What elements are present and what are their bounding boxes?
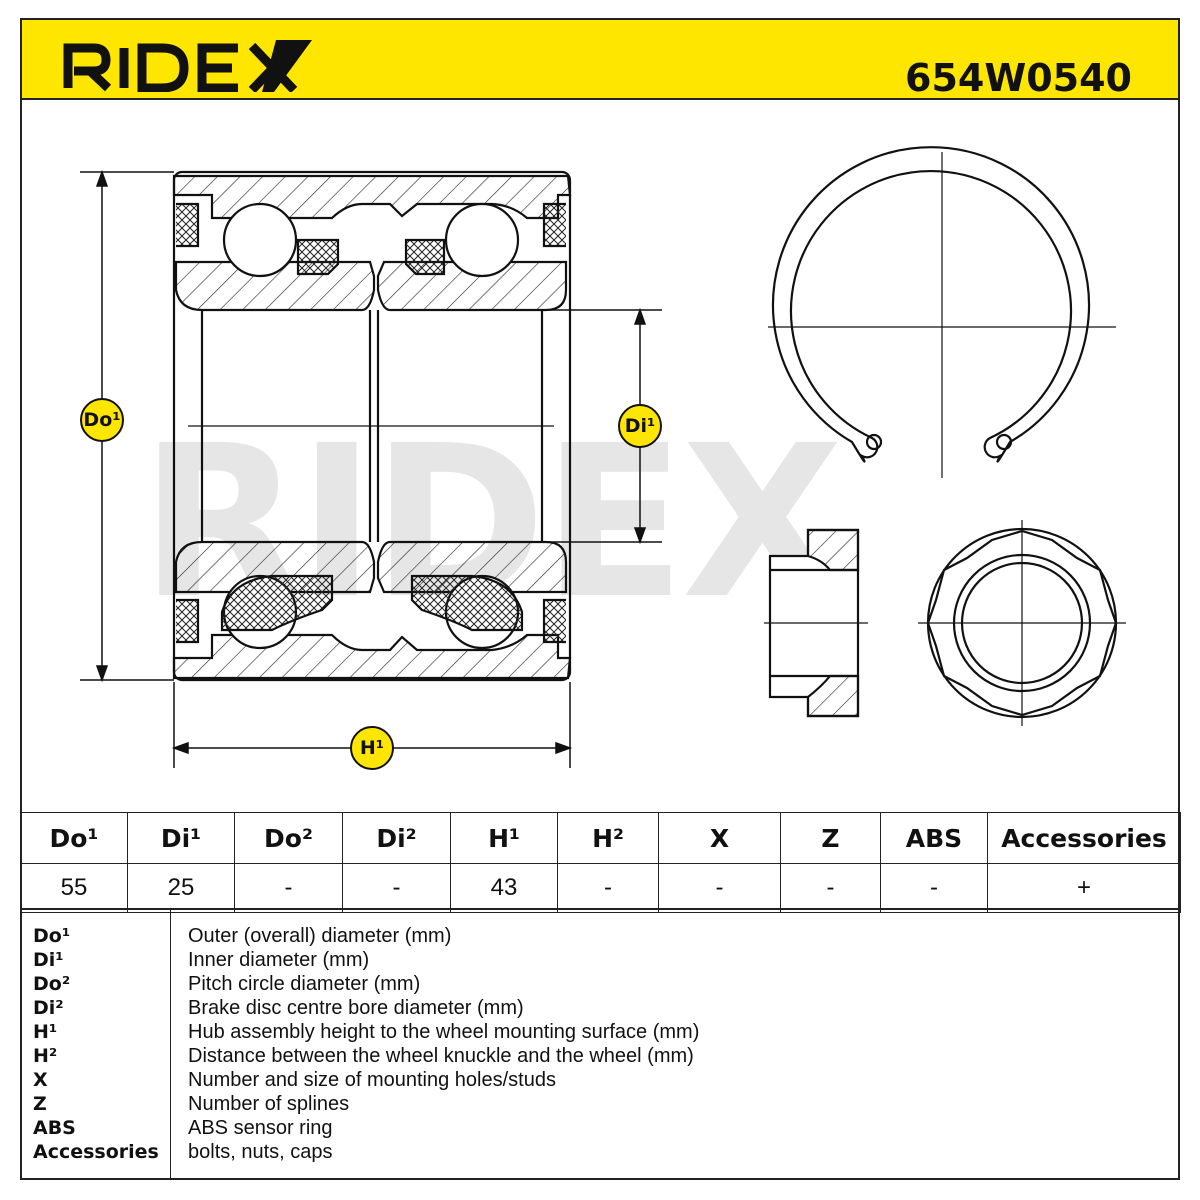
legend-key: Do² — [33, 973, 71, 995]
legend-desc: Distance between the wheel knuckle and t… — [188, 1045, 694, 1067]
header-cell: Z — [780, 812, 881, 864]
header-cell: H¹ — [450, 812, 558, 864]
nut-side-view — [764, 528, 868, 718]
legend-key: H¹ — [33, 1021, 58, 1043]
value-cell: - — [342, 863, 451, 913]
callout-do: Do¹ — [80, 398, 124, 442]
value-cell: 55 — [20, 863, 128, 913]
value-cell: - — [880, 863, 988, 913]
value-cell: 25 — [127, 863, 235, 913]
bearing-section — [172, 170, 572, 682]
callout-di: Di¹ — [618, 404, 662, 448]
header-cell: X — [658, 812, 781, 864]
legend-desc: bolts, nuts, caps — [188, 1141, 333, 1163]
part-number: 654W0540 — [905, 56, 1132, 100]
header-cell: H² — [557, 812, 659, 864]
value-cell: - — [557, 863, 659, 913]
value-cell: + — [987, 863, 1181, 913]
legend-desc: Inner diameter (mm) — [188, 949, 370, 971]
technical-drawing: RIDEX — [22, 100, 1178, 812]
legend-desc: Pitch circle diameter (mm) — [188, 973, 421, 995]
spec-header-row: Do¹ Di¹ Do² Di² H¹ H² X Z ABS Accessorie… — [20, 812, 1181, 864]
ridex-logo — [62, 40, 312, 97]
header-cell: Do¹ — [20, 812, 128, 864]
legend-key: X — [33, 1069, 48, 1091]
legend-key: Di¹ — [33, 949, 64, 971]
value-cell: - — [780, 863, 881, 913]
value-cell: - — [234, 863, 343, 913]
spec-table: Do¹ Di¹ Do² Di² H¹ H² X Z ABS Accessorie… — [20, 812, 1181, 913]
legend-key: ABS — [33, 1117, 76, 1139]
value-cell: - — [658, 863, 781, 913]
circlip-drawing — [768, 146, 1116, 478]
header-cell: Do² — [234, 812, 343, 864]
legend-key: Accessories — [33, 1141, 159, 1163]
header-cell: ABS — [880, 812, 988, 864]
ridex-logo-mark — [63, 40, 312, 94]
nut-front-view — [918, 520, 1126, 726]
value-cell: 43 — [450, 863, 558, 913]
header-cell: Di¹ — [127, 812, 235, 864]
legend-desc: Number of splines — [188, 1093, 350, 1115]
bearing-drawing — [80, 146, 1126, 768]
legend-key: Di² — [33, 997, 64, 1019]
legend-desc: Hub assembly height to the wheel mountin… — [188, 1021, 700, 1043]
legend-desc: ABS sensor ring — [188, 1117, 333, 1139]
legend-key: Z — [33, 1093, 47, 1115]
legend-divider — [170, 910, 171, 1178]
header-bar: 654W0540 — [22, 20, 1178, 100]
header-cell: Accessories — [987, 812, 1181, 864]
legend-desc: Number and size of mounting holes/studs — [188, 1069, 556, 1091]
legend-desc: Outer (overall) diameter (mm) — [188, 925, 452, 947]
legend-box: Do¹ Outer (overall) diameter (mm) Di¹ Inne… — [20, 908, 1180, 1180]
legend-key: Do¹ — [33, 925, 71, 947]
callout-h: H¹ — [350, 726, 394, 770]
legend-key: H² — [33, 1045, 58, 1067]
spec-value-row: 55 25 - - 43 - - - - + — [20, 863, 1181, 913]
header-cell: Di² — [342, 812, 451, 864]
legend-desc: Brake disc centre bore diameter (mm) — [188, 997, 524, 1019]
